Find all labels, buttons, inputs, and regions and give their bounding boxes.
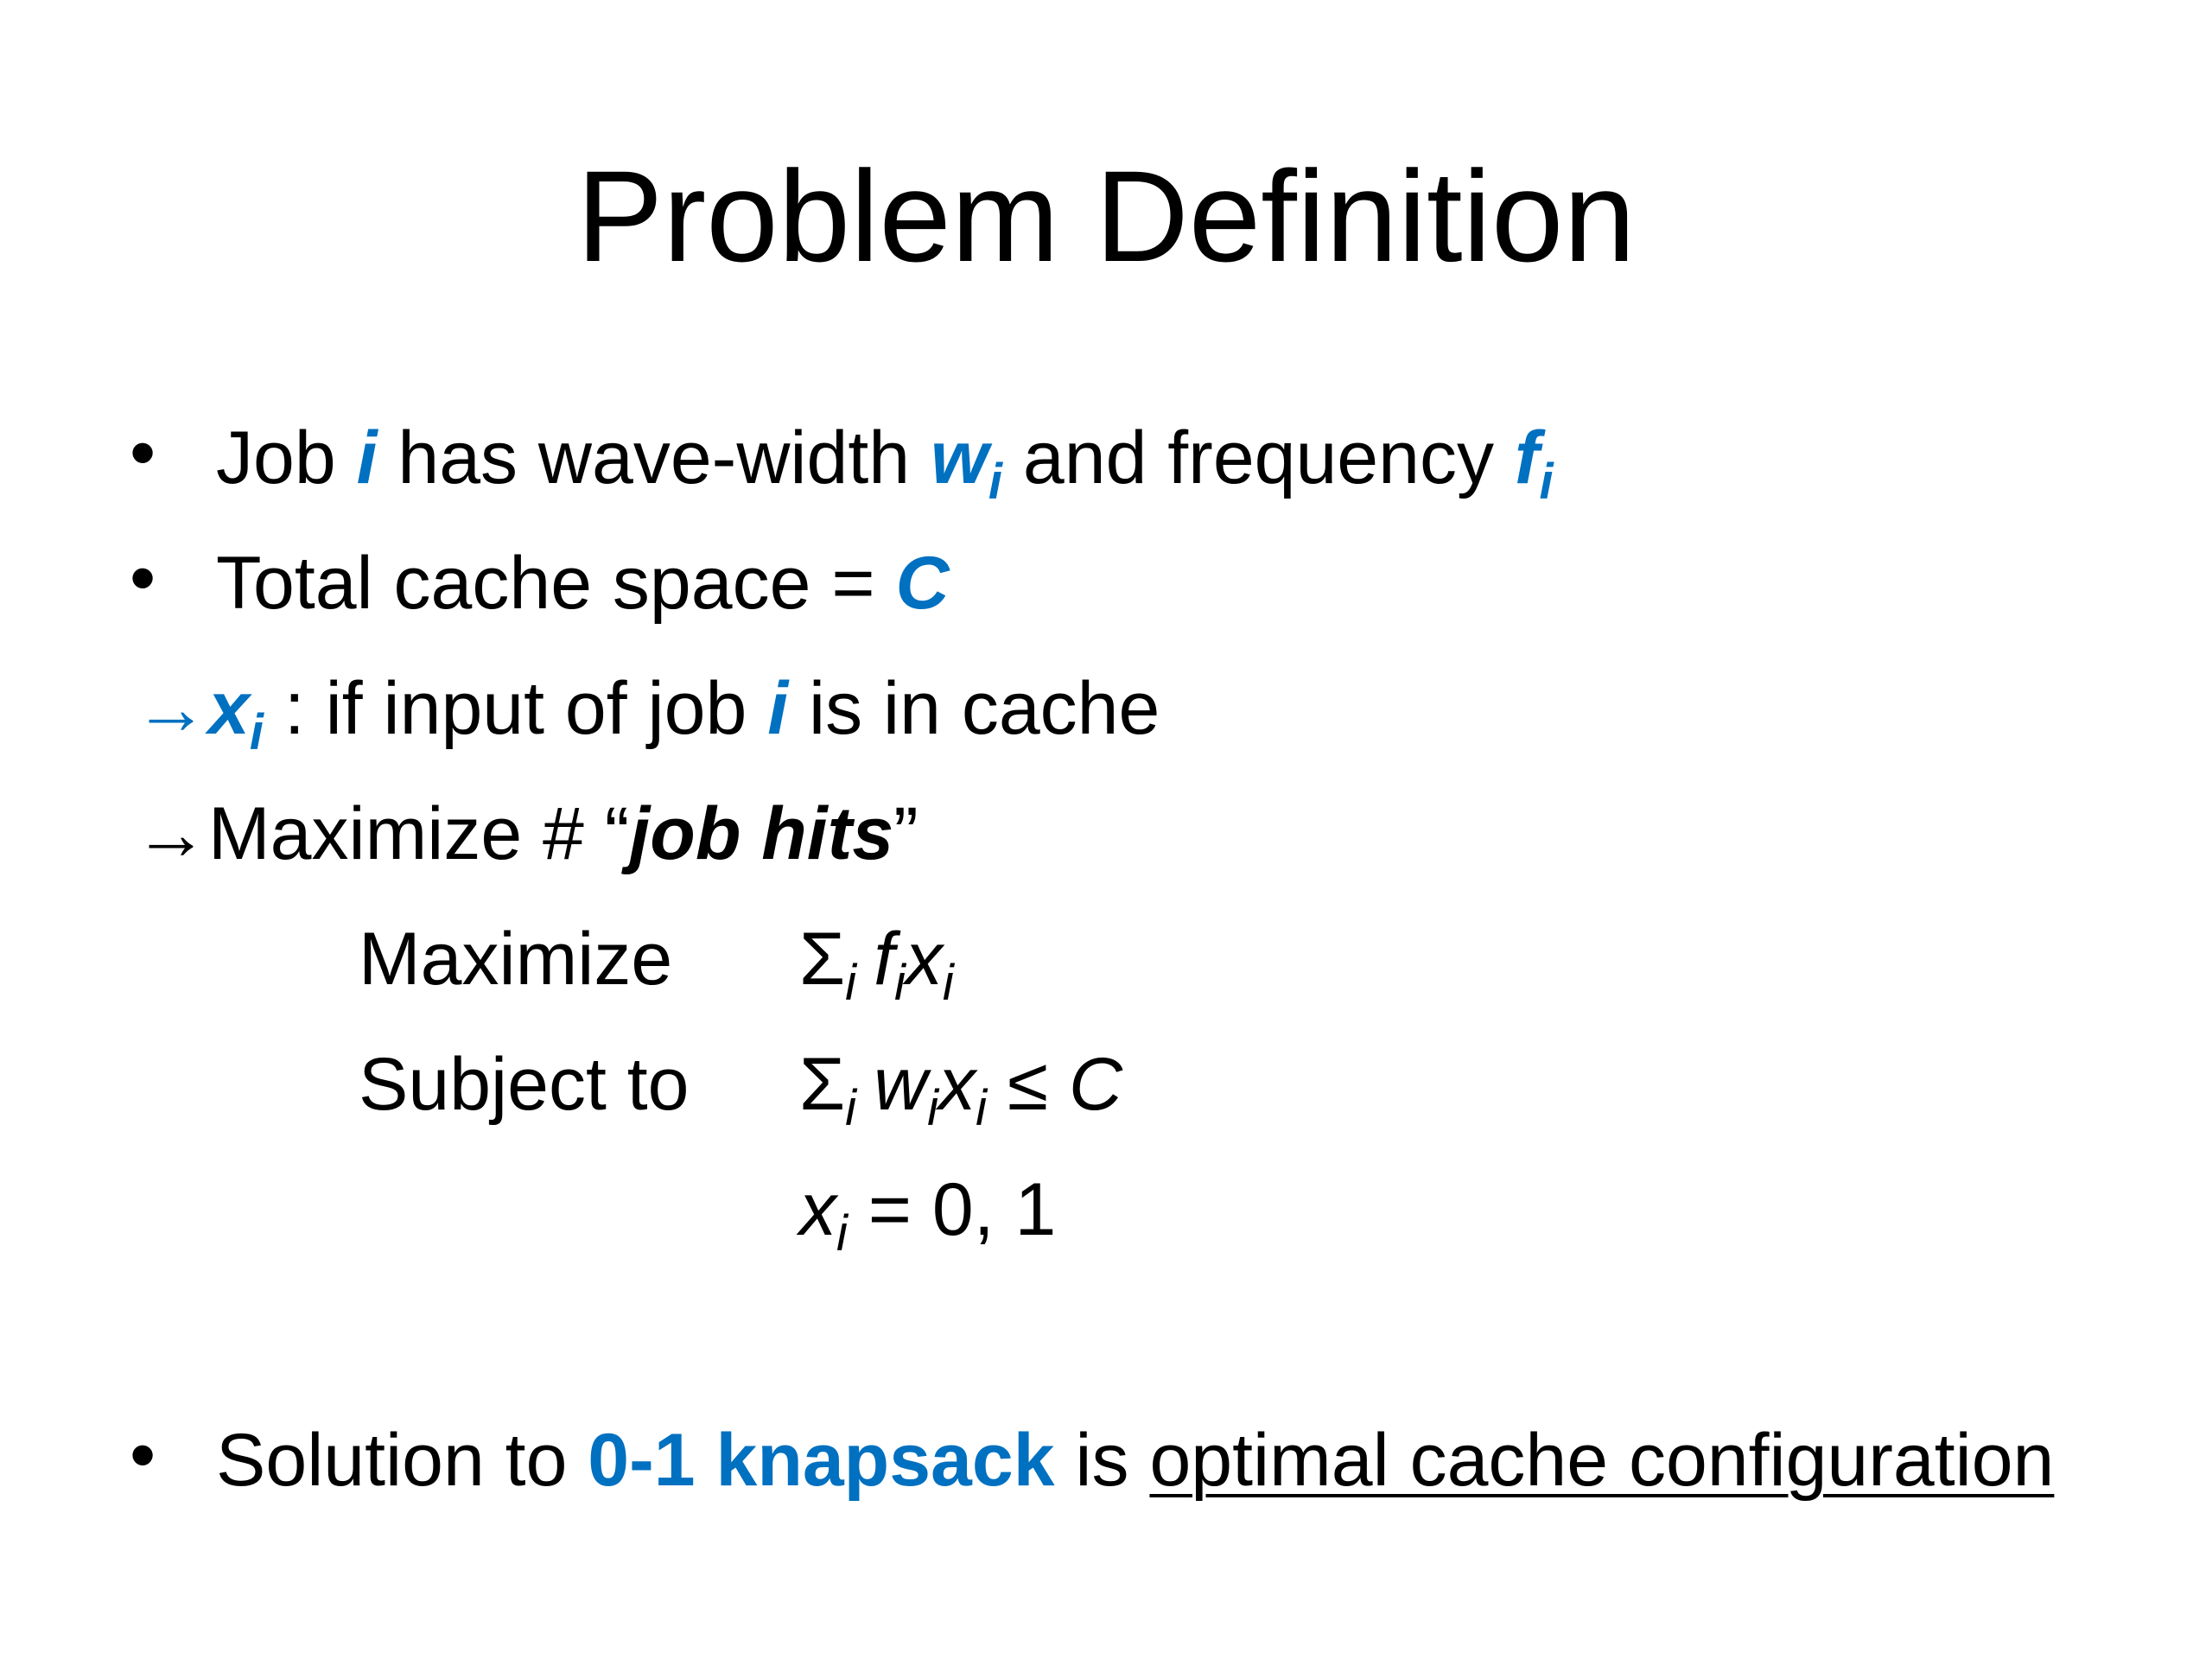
variable-subscript: i xyxy=(927,1080,939,1136)
variable-letter: f xyxy=(1514,416,1540,499)
lp-objective-label: Maximize xyxy=(359,918,673,1001)
variable-subscript: i xyxy=(836,1205,848,1262)
text-segment: : if input of job xyxy=(263,667,768,750)
variable-letter: f xyxy=(874,918,894,1001)
text-segment: Maximize # “ xyxy=(208,792,630,875)
variable-i: i xyxy=(767,667,789,750)
variable-f: fi xyxy=(1514,416,1554,507)
arrow-line-objective: →Maximize # “job hits” xyxy=(134,786,918,881)
variable-letter: w xyxy=(874,1043,928,1126)
variable-letter: C xyxy=(1068,1043,1123,1126)
variable-subscript: i xyxy=(893,955,906,1011)
text-segment: ” xyxy=(893,792,918,875)
text-segment: and frequency xyxy=(1002,416,1515,499)
sigma-subscript: i xyxy=(845,955,857,1011)
text-segment: is in cache xyxy=(788,667,1160,750)
variable-letter: x xyxy=(938,1043,976,1126)
variable-subscript: i xyxy=(1539,454,1554,510)
variable-letter: x xyxy=(905,918,943,1001)
arrow-icon: → xyxy=(134,667,208,750)
variable-w: wi xyxy=(930,416,1002,507)
text-segment: = 0, 1 xyxy=(847,1168,1057,1251)
lp-constraint-label: Subject to xyxy=(359,1043,690,1126)
variable-subscript: i xyxy=(988,454,1003,510)
sigma-symbol: Σ xyxy=(799,1043,846,1126)
arrow-icon: → xyxy=(134,792,208,875)
highlight-knapsack: 0-1 knapsack xyxy=(588,1419,1055,1502)
variable-letter: x xyxy=(799,1168,836,1251)
variable-x: xi xyxy=(208,667,264,758)
slide-title: Problem Definition xyxy=(576,143,1636,289)
text-segment: Job xyxy=(216,416,357,499)
variable-letter: w xyxy=(930,416,988,499)
variable-subscript: i xyxy=(976,1080,987,1136)
bullet-dot-1: • xyxy=(130,411,156,494)
variable-c: C xyxy=(895,542,950,625)
bullet-line-job-definition: Job i has wave-width wi and frequency fi xyxy=(216,410,1554,507)
lp-constraint-binary: xi = 0, 1 xyxy=(799,1162,1057,1259)
arrow-line-decision-variable: →xi : if input of job i is in cache xyxy=(134,661,1160,758)
underlined-optimal-configuration: optimal cache configuration xyxy=(1149,1419,2055,1502)
bullet-line-cache-space: Total cache space = C xyxy=(216,536,950,631)
variable-subscript: i xyxy=(942,955,954,1011)
sigma-subscript: i xyxy=(845,1080,857,1136)
text-segment: Solution to xyxy=(216,1419,588,1502)
bullet-dot-3: • xyxy=(130,1414,156,1497)
text-segment: has wave-width xyxy=(377,416,931,499)
relation-symbol: ≤ xyxy=(986,1043,1069,1126)
emphasis-job-hits: job hits xyxy=(629,792,894,875)
bullet-line-solution: Solution to 0-1 knapsack is optimal cach… xyxy=(216,1413,2054,1508)
sigma-symbol: Σ xyxy=(799,918,846,1001)
variable-letter: x xyxy=(208,667,250,750)
text-segment: is xyxy=(1054,1419,1150,1502)
variable-subscript: i xyxy=(249,704,264,760)
bullet-dot-2: • xyxy=(130,537,156,620)
variable-i: i xyxy=(356,416,378,499)
text-segment: Total cache space = xyxy=(216,542,896,625)
